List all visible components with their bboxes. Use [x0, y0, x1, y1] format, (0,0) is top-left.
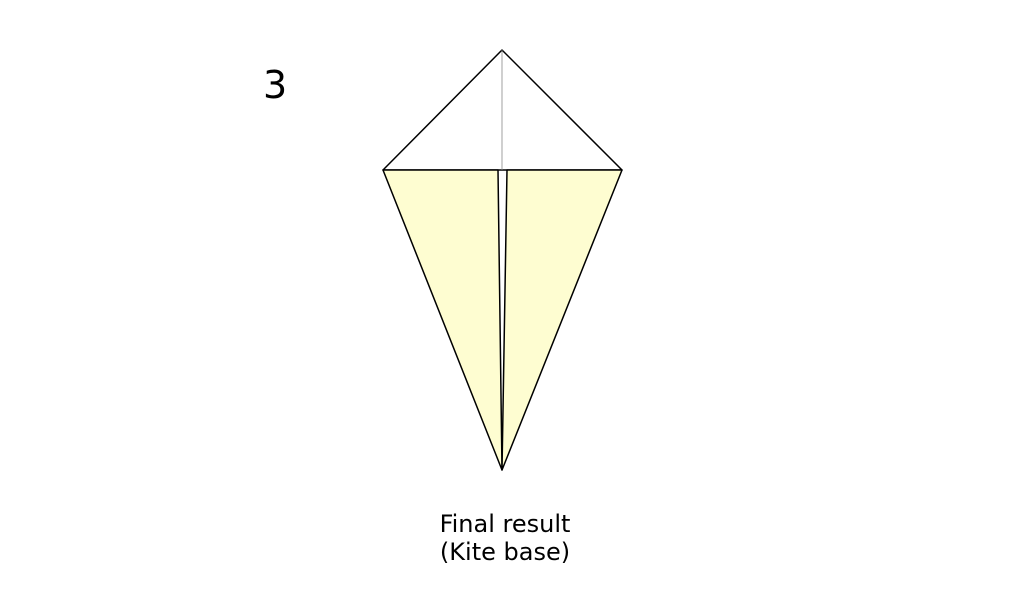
- kite-top-triangle: [382, 49, 623, 171]
- left-flap: [382, 169, 503, 471]
- step-number: 3: [263, 63, 288, 107]
- caption: Final result (Kite base): [405, 510, 605, 566]
- caption-line-2: (Kite base): [439, 538, 571, 566]
- right-flap: [501, 169, 623, 471]
- caption-line-1: Final result: [439, 510, 571, 538]
